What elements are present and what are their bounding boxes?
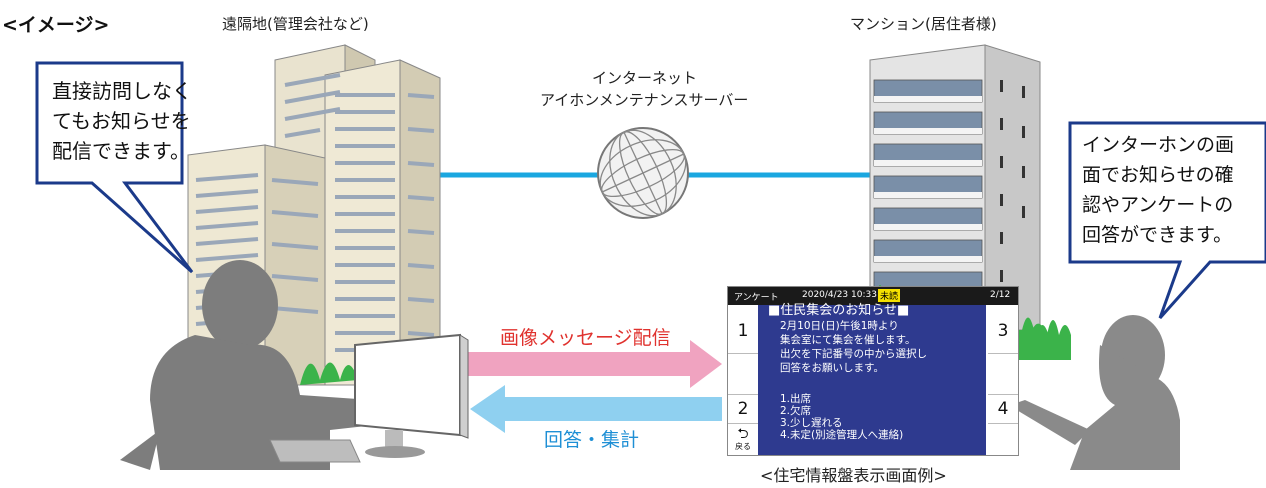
- panel-caption: <住宅情報盤表示画面例>: [760, 466, 947, 485]
- option-2-button[interactable]: 2: [728, 395, 758, 424]
- option-4-button[interactable]: 4: [988, 395, 1018, 424]
- left-bubble-line: 直接訪問しなく: [52, 79, 192, 103]
- panel-page: 2/12: [990, 290, 1011, 300]
- side-spacer: [728, 354, 758, 395]
- side-spacer: [988, 354, 1018, 395]
- panel-heading: ■住民集会のお知らせ■: [768, 303, 910, 318]
- man-silhouette: [120, 260, 375, 470]
- left-bubble-text: 直接訪問しなく てもお知らせを 配信できます。: [52, 76, 192, 166]
- send-arrow-label: 画像メッセージ配信: [500, 327, 671, 349]
- panel-category: アンケート: [734, 293, 779, 303]
- unread-badge: 未読: [878, 289, 901, 302]
- panel-option[interactable]: 2.欠席: [780, 405, 812, 417]
- left-bubble-line: てもお知らせを: [52, 109, 191, 133]
- back-label: 戻る: [735, 442, 751, 451]
- right-bubble-line: 面でお知らせの確: [1082, 164, 1234, 186]
- back-arrow-icon: ⮌: [737, 426, 749, 442]
- right-bubble-line: 認やアンケートの: [1082, 194, 1234, 216]
- page-title: <イメージ>: [2, 14, 110, 36]
- panel-body: 2月10日(日)午後1時より 集会室にて集会を催します。 出欠を下記番号の中から…: [780, 320, 927, 374]
- server-label: アイホンメンテナンスサーバー: [540, 91, 749, 109]
- send-arrow: [467, 340, 722, 388]
- internet-label: インターネット: [592, 69, 698, 87]
- panel-screen: ■住民集会のお知らせ■ 2月10日(日)午後1時より 集会室にて集会を催します。…: [758, 303, 986, 455]
- left-bubble-line: 配信できます。: [52, 139, 190, 163]
- monitor-icon: [269, 333, 469, 463]
- remote-label: 遠隔地(管理会社など): [222, 15, 369, 33]
- woman-silhouette: [1010, 315, 1180, 470]
- right-bubble-line: 回答ができます。: [1082, 224, 1233, 246]
- speech-bubble-left: [35, 61, 194, 274]
- right-bubble-text: インターホンの画 面でお知らせの確 認やアンケートの 回答ができます。: [1082, 130, 1234, 250]
- option-1-button[interactable]: 1: [728, 309, 758, 354]
- back-button[interactable]: ⮌ 戻る: [728, 424, 758, 455]
- panel-status-bar: アンケート 2020/4/23 10:33 未読 2/12: [728, 287, 1018, 305]
- housing-info-panel: アンケート 2020/4/23 10:33 未読 2/12 1 2 ⮌ 戻る 3…: [727, 286, 1019, 456]
- speech-bubble-right: [1068, 121, 1266, 319]
- panel-option[interactable]: 3.少し遅れる: [780, 417, 843, 429]
- panel-options: 1.出席 2.欠席 3.少し遅れる 4.未定(別途管理人へ連絡): [780, 393, 903, 441]
- panel-datetime: 2020/4/23 10:33: [802, 290, 877, 300]
- reply-arrow: [470, 385, 722, 433]
- reply-arrow-label: 回答・集計: [544, 429, 640, 451]
- option-3-button[interactable]: 3: [988, 309, 1018, 354]
- globe-icon: [597, 127, 689, 219]
- mansion-building: [862, 44, 1071, 360]
- right-bubble-line: インターホンの画: [1082, 134, 1235, 156]
- panel-option[interactable]: 4.未定(別途管理人へ連絡): [780, 429, 904, 441]
- mansion-label: マンション(居住者様): [850, 15, 997, 33]
- panel-option[interactable]: 1.出席: [780, 393, 812, 405]
